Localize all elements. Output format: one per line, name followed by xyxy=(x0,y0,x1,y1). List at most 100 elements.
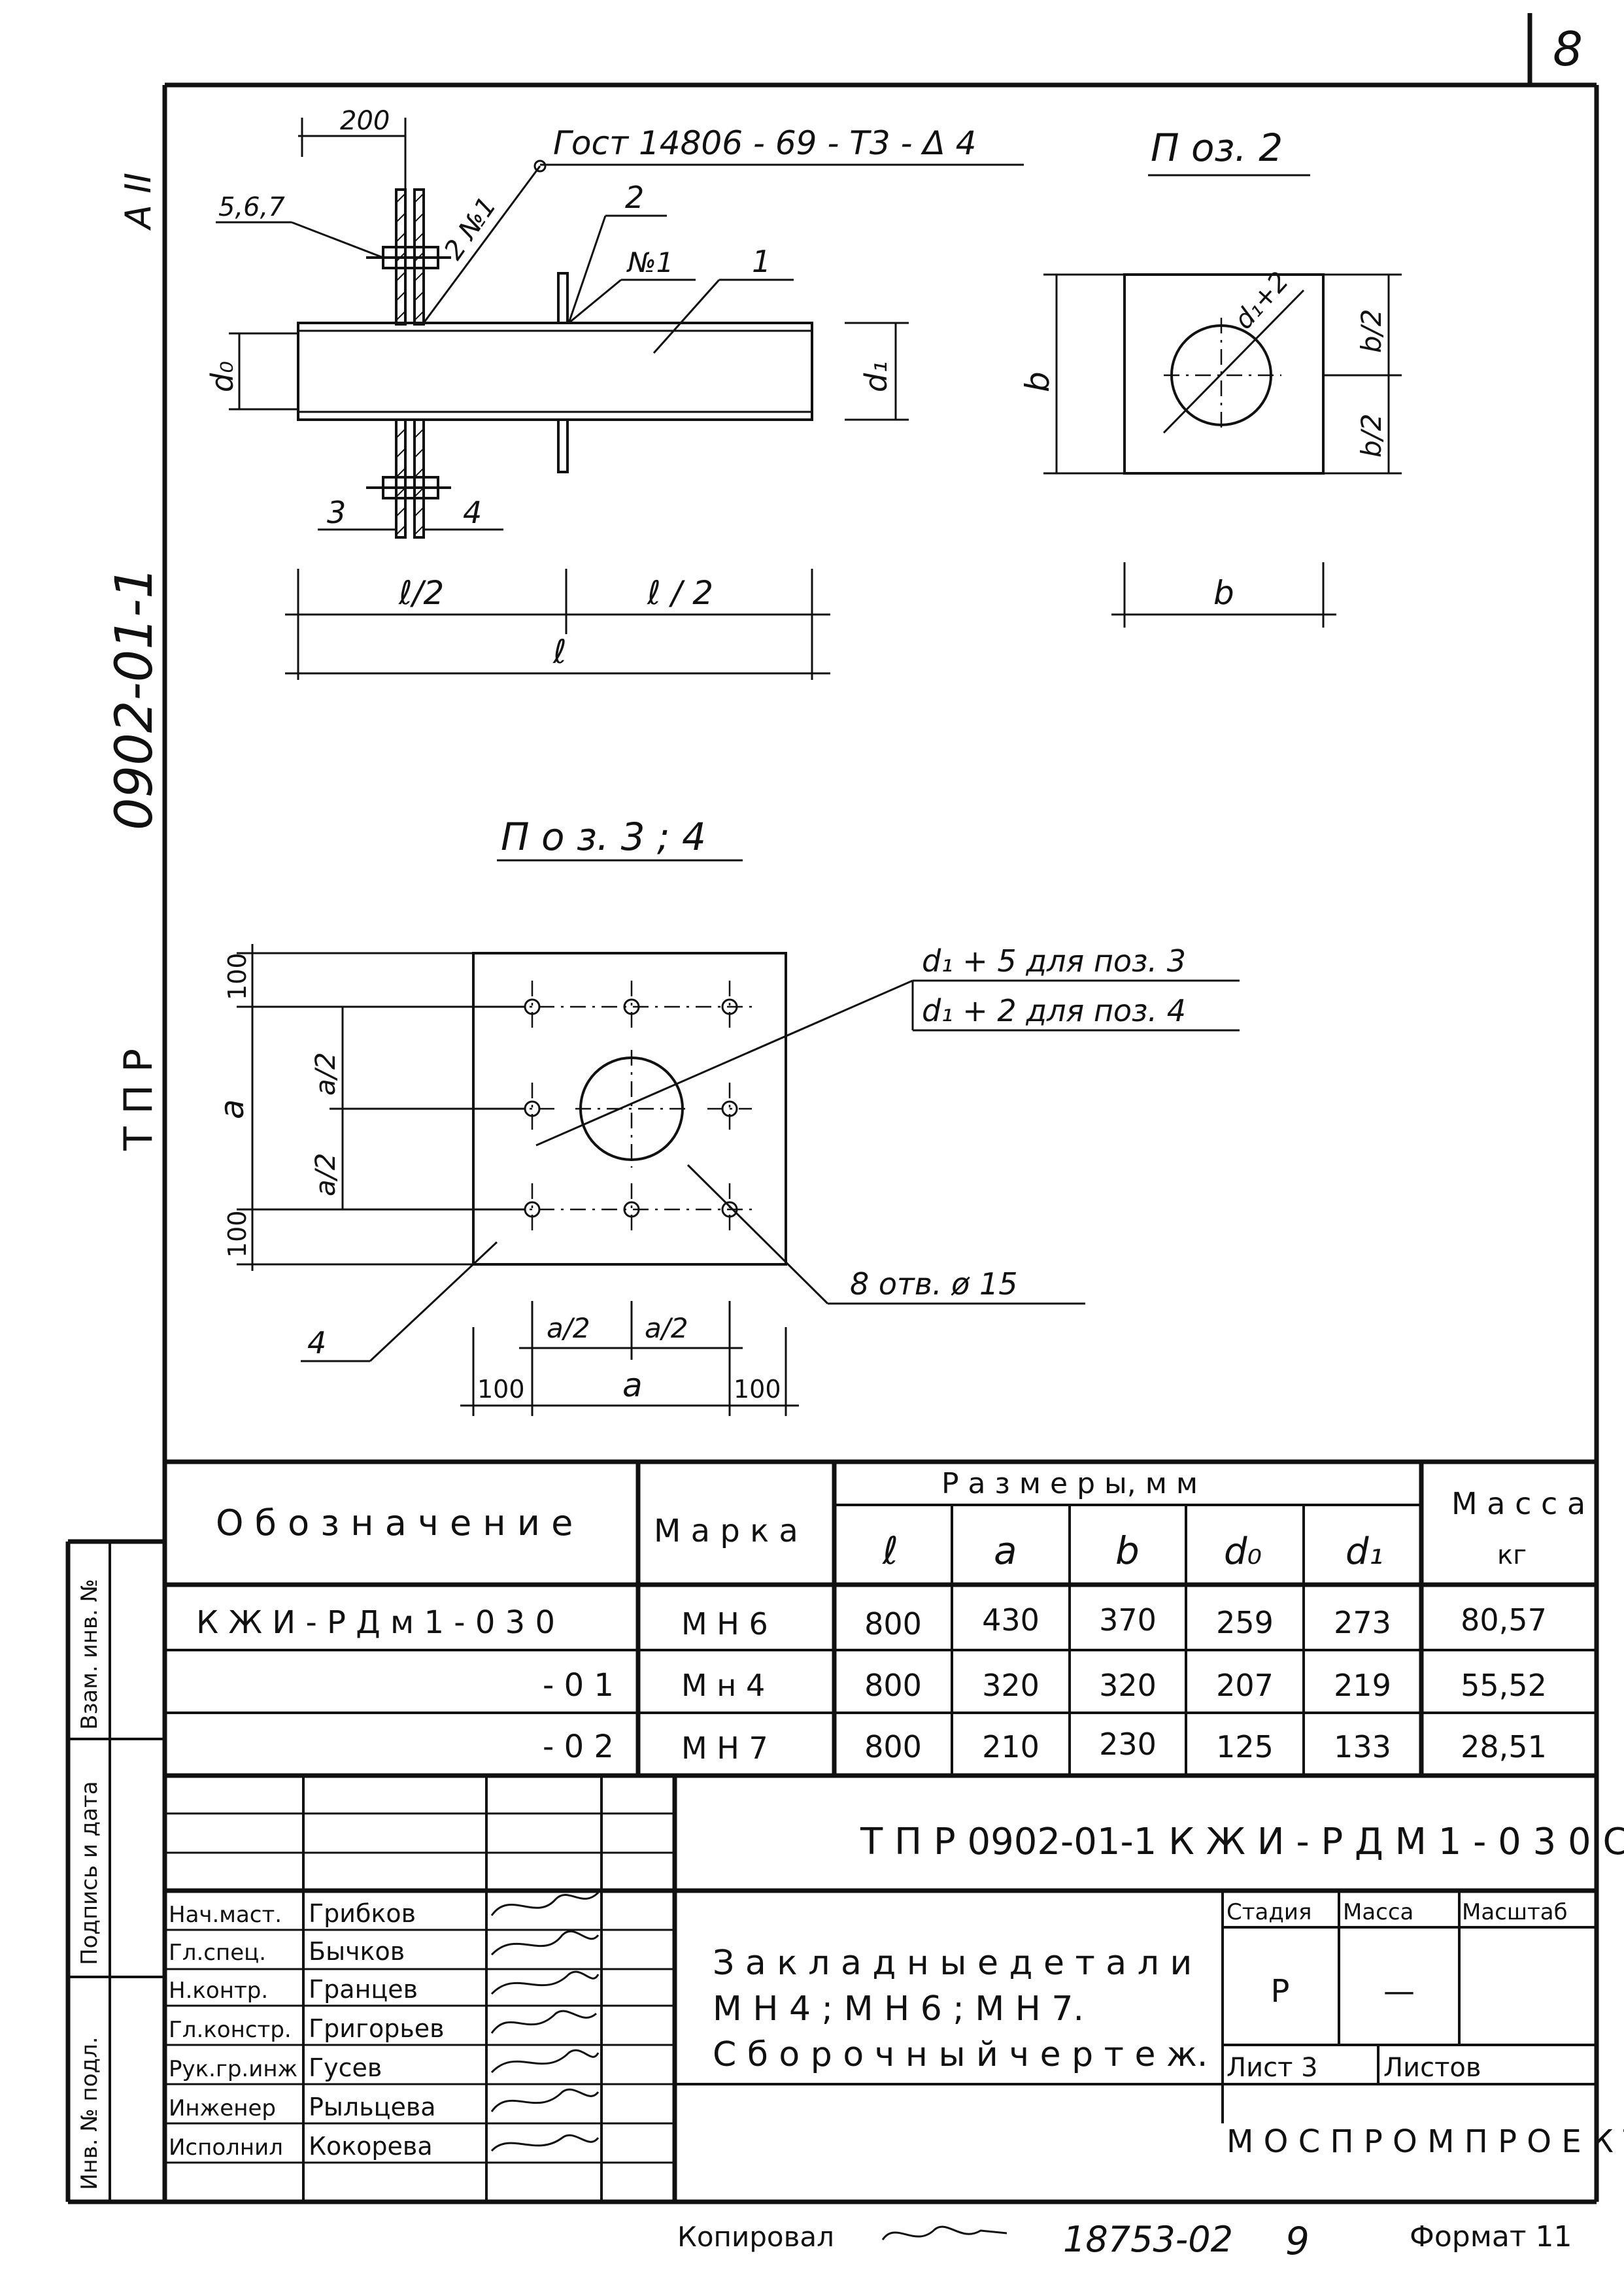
row-designation: К Ж И - Р Д м 1 - 0 3 0 xyxy=(196,1604,555,1641)
row-d0: 207 xyxy=(1216,1668,1274,1703)
role-name: Гранцев xyxy=(309,1975,418,2004)
tpr-label: Т П Р xyxy=(116,1049,161,1151)
dim-100-right: 100 xyxy=(734,1375,781,1404)
sheet-label: Лист 3 xyxy=(1226,2053,1318,2083)
role-label: Гл.констр. xyxy=(169,2017,292,2043)
title-block xyxy=(65,1539,1597,2202)
pos34-pos4-label: 4 xyxy=(307,1325,326,1360)
role-label: Исполнил xyxy=(169,2134,283,2161)
row-mass: 55,52 xyxy=(1461,1668,1547,1703)
pos-4-label: 4 xyxy=(463,495,482,530)
row-a: 210 xyxy=(982,1729,1040,1764)
role-label: Рук.гр.инж xyxy=(169,2056,297,2082)
row-designation: - 0 1 xyxy=(543,1667,614,1704)
col-mark: М а р к а xyxy=(654,1513,798,1549)
footer: Копировал 18753-02 9 Формат 11 xyxy=(677,2219,1572,2263)
role-label: Н.контр. xyxy=(169,1978,268,2004)
row-b: 370 xyxy=(1099,1602,1157,1638)
col-dim-d0: d₀ xyxy=(1224,1530,1262,1573)
drawing-code-vertical: 0902-01-1 xyxy=(105,566,164,830)
organization: М О С П Р О М П Р О Е К Т xyxy=(1226,2123,1624,2160)
row-mass: 80,57 xyxy=(1461,1602,1547,1638)
signatures xyxy=(490,1891,600,2152)
pos34-title: П о з. 3 ; 4 xyxy=(501,815,706,859)
title-line-2: М Н 4 ; М Н 6 ; М Н 7. xyxy=(713,1989,1084,2029)
signature-roles: Нач.маст. Грибков Гл.спец. Бычков Н.конт… xyxy=(169,1899,445,2161)
dim-a-bottom: a xyxy=(622,1366,643,1404)
role-name: Гусев xyxy=(309,2053,382,2082)
role-name: Рыльцева xyxy=(309,2093,436,2121)
row-mass: 28,51 xyxy=(1461,1729,1547,1764)
role-label: Инженер xyxy=(169,2095,276,2121)
col-dim-l: ℓ xyxy=(882,1528,898,1573)
bolt-holes xyxy=(507,981,752,1236)
dim-100-bottom: 100 xyxy=(223,1210,252,1258)
col-designation: О б о з н а ч е н и е xyxy=(216,1502,573,1543)
gost-weld-note: Гост 14806 - 69 - Т3 - Δ 4 xyxy=(553,124,976,162)
series-label: А II xyxy=(118,173,159,231)
note-pos3: d₁ + 5 для поз. 3 xyxy=(922,943,1186,979)
dim-d1-plus-2: d₁+2 xyxy=(1228,266,1294,335)
role-name: Грибков xyxy=(309,1899,416,1928)
dim-half-l-left: ℓ/2 xyxy=(398,574,444,612)
role-name: Бычков xyxy=(309,1937,405,1966)
spec-table-rows: К Ж И - Р Д м 1 - 0 3 0 М Н 6 800 430 37… xyxy=(196,1602,1547,1766)
role-name: Григорьев xyxy=(309,2014,445,2043)
dim-a-half-top: a/2 xyxy=(309,1052,341,1096)
pos-1-label: 1 xyxy=(752,244,771,279)
row-mark: М н 4 xyxy=(681,1668,765,1703)
dim-l: ℓ xyxy=(552,633,567,671)
row-a: 430 xyxy=(982,1602,1040,1638)
spec-table-header: О б о з н а ч е н и е М а р к а Р а з м … xyxy=(216,1467,1585,1573)
table-row: - 0 1 М н 4 800 320 320 207 219 55,52 xyxy=(543,1667,1547,1704)
assembly-view: 200 5,6,7 Гост 14806 - 69 - Т3 - Δ 4 2 №… xyxy=(205,106,1024,680)
dim-b-half-top: b/2 xyxy=(1355,309,1387,353)
col-dim-b: b xyxy=(1115,1528,1140,1573)
table-row: К Ж И - Р Д м 1 - 0 3 0 М Н 6 800 430 37… xyxy=(196,1602,1547,1642)
side-labels: А II 0902-01-1 Т П Р xyxy=(105,173,164,1151)
holes-note: 8 отв. ø 15 xyxy=(850,1266,1017,1302)
row-designation: - 0 2 xyxy=(543,1729,614,1765)
row-d0: 259 xyxy=(1216,1605,1274,1640)
stage-value: Р xyxy=(1271,1973,1290,2010)
role-name: Кокорева xyxy=(309,2132,433,2161)
row-d0: 125 xyxy=(1216,1729,1274,1764)
dim-a-half-a: a/2 xyxy=(547,1312,590,1344)
row-b: 230 xyxy=(1099,1727,1157,1762)
mass-value: — xyxy=(1383,1973,1415,2010)
col-dim-d1: d₁ xyxy=(1345,1530,1383,1573)
dim-100-top: 100 xyxy=(223,953,252,1000)
copier-signature xyxy=(881,2225,1007,2240)
dim-d0: d₀ xyxy=(205,361,240,392)
sheet-number: 8 xyxy=(1553,22,1583,76)
col-dim-a: a xyxy=(994,1528,1017,1573)
dim-a-half-bottom: a/2 xyxy=(309,1153,341,1196)
margin-inv-replace: Взам. инв. № xyxy=(76,1579,103,1730)
row-b: 320 xyxy=(1099,1668,1157,1703)
row-d1: 219 xyxy=(1334,1668,1391,1703)
title-line-3: С б о р о ч н ы й ч е р т е ж. xyxy=(713,2035,1208,2074)
col-mass-unit: кг xyxy=(1497,1540,1527,1570)
role-label: Нач.маст. xyxy=(169,1902,282,1928)
dim-100-left: 100 xyxy=(477,1375,525,1404)
order-suffix: 9 xyxy=(1285,2219,1310,2263)
stage-label: Стадия xyxy=(1226,1899,1311,1925)
dim-a-half-b: a/2 xyxy=(645,1312,688,1344)
copied-label: Копировал xyxy=(677,2221,834,2253)
pos34-view: П о з. 3 ; 4 d₁ + 5 для поз. 3 d₁ + 2 дл… xyxy=(213,815,1240,1416)
margin-inv-orig: Инв. № подл. xyxy=(76,2036,103,2190)
dim-b-half-bottom: b/2 xyxy=(1355,413,1387,458)
dim-a-left: a xyxy=(213,1099,251,1119)
row-l: 800 xyxy=(864,1729,922,1764)
note-pos4: d₁ + 2 для поз. 4 xyxy=(922,993,1186,1028)
sheet-frame xyxy=(68,13,1599,2204)
dim-200: 200 xyxy=(340,106,390,136)
pos-3-label: 3 xyxy=(327,495,346,530)
spec-table xyxy=(165,1459,1597,1778)
order-number: 18753-02 xyxy=(1063,2219,1233,2260)
dim-d1: d₁ xyxy=(858,361,894,392)
role-label: Гл.спец. xyxy=(169,1940,266,1966)
title-line-1: З а к л а д н ы е д е т а л и xyxy=(713,1944,1192,1983)
row-mark: М Н 6 xyxy=(681,1606,768,1642)
